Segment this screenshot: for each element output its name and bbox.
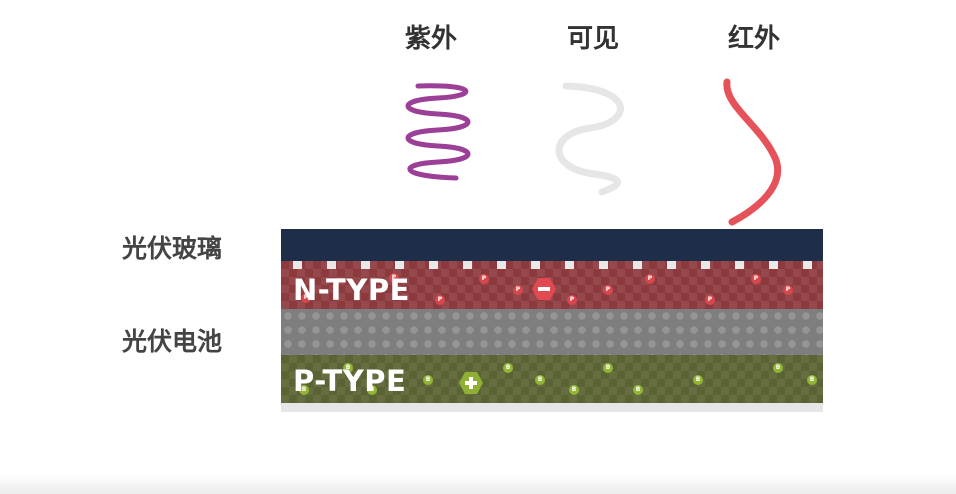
plus-vertical-bar — [469, 377, 473, 389]
boron-dopant: B — [299, 385, 309, 395]
boron-dopant: B — [633, 385, 643, 395]
cell-label: 光伏电池 — [122, 327, 223, 356]
phosphorus-dopant: P — [389, 273, 399, 283]
contact-finger — [803, 261, 812, 269]
phosphorus-dopant: P — [567, 295, 577, 305]
boron-dopant: B — [503, 363, 513, 373]
uv-title: 紫外 — [404, 24, 457, 54]
cell-core-layer — [281, 309, 823, 357]
boron-dopant: B — [343, 363, 353, 373]
phosphorus-dopant: P — [705, 295, 715, 305]
boron-dopant: B — [807, 375, 817, 385]
boron-dopant: B — [535, 375, 545, 385]
contact-finger — [327, 261, 336, 269]
contact-finger — [531, 261, 540, 269]
contact-finger — [565, 261, 574, 269]
boron-dopant: B — [603, 363, 613, 373]
contact-finger — [395, 261, 404, 269]
minus-bar — [538, 287, 550, 291]
contact-finger — [701, 261, 710, 269]
phosphorus-dopant: P — [603, 285, 613, 295]
plus-hexagon-icon — [459, 372, 483, 394]
infrared-wave — [723, 78, 782, 226]
visible-wave — [555, 82, 624, 196]
phosphorus-dopant: P — [513, 285, 523, 295]
boron-dopant: B — [693, 375, 703, 385]
phosphorus-dopant: P — [301, 293, 311, 303]
uv-wave — [405, 83, 471, 181]
bottom-shade — [0, 474, 956, 494]
contact-finger — [633, 261, 642, 269]
phosphorus-dopant: P — [783, 285, 793, 295]
base-layer — [281, 403, 823, 412]
phosphorus-dopant: P — [479, 274, 489, 284]
glass-label: 光伏玻璃 — [122, 234, 223, 263]
boron-dopant: B — [773, 363, 783, 373]
contact-finger — [667, 261, 676, 269]
contact-finger — [463, 261, 472, 269]
contact-finger — [293, 261, 302, 269]
p-type-layer — [281, 355, 823, 403]
contact-finger — [429, 261, 438, 269]
phosphorus-dopant: P — [751, 274, 761, 284]
boron-dopant: B — [367, 385, 377, 395]
solar-cell-stack: P P P P P P P P P P P B B B B B B B B B … — [281, 229, 823, 412]
contact-finger — [769, 261, 778, 269]
visible-title: 可见 — [566, 24, 619, 54]
infrared-title: 红外 — [727, 24, 780, 54]
contact-finger — [361, 261, 370, 269]
contact-finger — [735, 261, 744, 269]
boron-dopant: B — [423, 375, 433, 385]
n-type-label: N-TYPE — [293, 273, 410, 307]
boron-dopant: B — [569, 385, 579, 395]
p-type-label: P-TYPE — [293, 364, 407, 398]
phosphorus-dopant: P — [645, 274, 655, 284]
contact-finger — [599, 261, 608, 269]
phosphorus-dopant: P — [435, 295, 445, 305]
contact-finger — [497, 261, 506, 269]
minus-hexagon-icon — [532, 278, 556, 300]
photovoltaic-glass-layer — [281, 229, 823, 261]
